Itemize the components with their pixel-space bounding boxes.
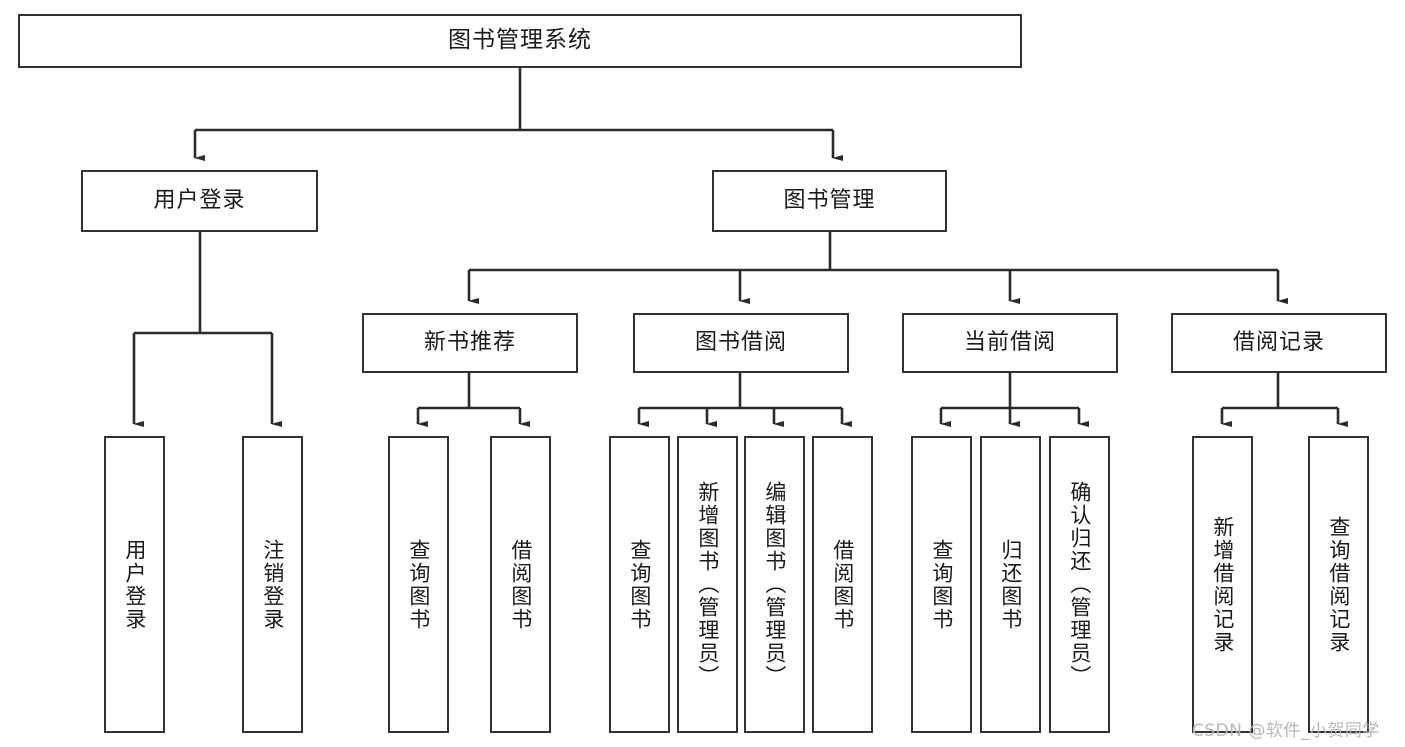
node-leaf-query-book-3-label: 查询图书 (929, 538, 954, 631)
node-leaf-add-book-label: 新增图书（管理员） (695, 481, 720, 688)
node-leaf-query-book-1[interactable]: 查询图书 (388, 436, 449, 733)
node-book-manage[interactable]: 图书管理 (712, 170, 947, 232)
node-book-borrow[interactable]: 图书借阅 (633, 313, 849, 373)
node-leaf-edit-book-label: 编辑图书（管理员） (762, 481, 787, 688)
node-book-manage-label: 图书管理 (783, 187, 876, 213)
node-leaf-query-record-label: 查询借阅记录 (1326, 515, 1351, 654)
node-borrow-record[interactable]: 借阅记录 (1171, 313, 1387, 373)
node-root-label: 图书管理系统 (448, 27, 592, 54)
node-leaf-user-login-label: 用户登录 (122, 538, 147, 631)
node-leaf-borrow-book-1[interactable]: 借阅图书 (490, 436, 551, 733)
node-user-login[interactable]: 用户登录 (81, 170, 318, 232)
node-new-book-recommend-label: 新书推荐 (423, 329, 516, 355)
node-leaf-query-book-3[interactable]: 查询图书 (911, 436, 972, 733)
node-leaf-query-book-2[interactable]: 查询图书 (609, 436, 670, 733)
node-borrow-record-label: 借阅记录 (1232, 329, 1325, 355)
node-leaf-return-book-label: 归还图书 (998, 538, 1023, 631)
node-leaf-user-logout[interactable]: 注销登录 (242, 436, 303, 733)
node-leaf-query-book-2-label: 查询图书 (627, 538, 652, 631)
node-leaf-add-record-label: 新增借阅记录 (1210, 515, 1235, 654)
node-user-login-label: 用户登录 (153, 187, 246, 213)
node-leaf-edit-book[interactable]: 编辑图书（管理员） (744, 436, 805, 733)
node-leaf-confirm-return-label: 确认归还（管理员） (1067, 481, 1092, 688)
node-current-borrow[interactable]: 当前借阅 (902, 313, 1118, 373)
node-leaf-query-record[interactable]: 查询借阅记录 (1308, 436, 1369, 733)
node-leaf-user-logout-label: 注销登录 (260, 538, 285, 631)
node-leaf-user-login[interactable]: 用户登录 (104, 436, 165, 733)
node-leaf-query-book-1-label: 查询图书 (406, 538, 431, 631)
node-leaf-return-book[interactable]: 归还图书 (980, 436, 1041, 733)
node-leaf-borrow-book-2[interactable]: 借阅图书 (812, 436, 873, 733)
node-leaf-add-record[interactable]: 新增借阅记录 (1192, 436, 1253, 733)
node-leaf-confirm-return[interactable]: 确认归还（管理员） (1049, 436, 1110, 733)
node-leaf-add-book[interactable]: 新增图书（管理员） (677, 436, 738, 733)
node-leaf-borrow-book-2-label: 借阅图书 (830, 538, 855, 631)
node-new-book-recommend[interactable]: 新书推荐 (362, 313, 578, 373)
node-current-borrow-label: 当前借阅 (963, 329, 1056, 355)
node-leaf-borrow-book-1-label: 借阅图书 (508, 538, 533, 631)
node-root-system[interactable]: 图书管理系统 (18, 14, 1022, 68)
csdn-watermark: CSDN @软件_小贺同学 (1192, 721, 1380, 741)
node-book-borrow-label: 图书借阅 (694, 329, 787, 355)
